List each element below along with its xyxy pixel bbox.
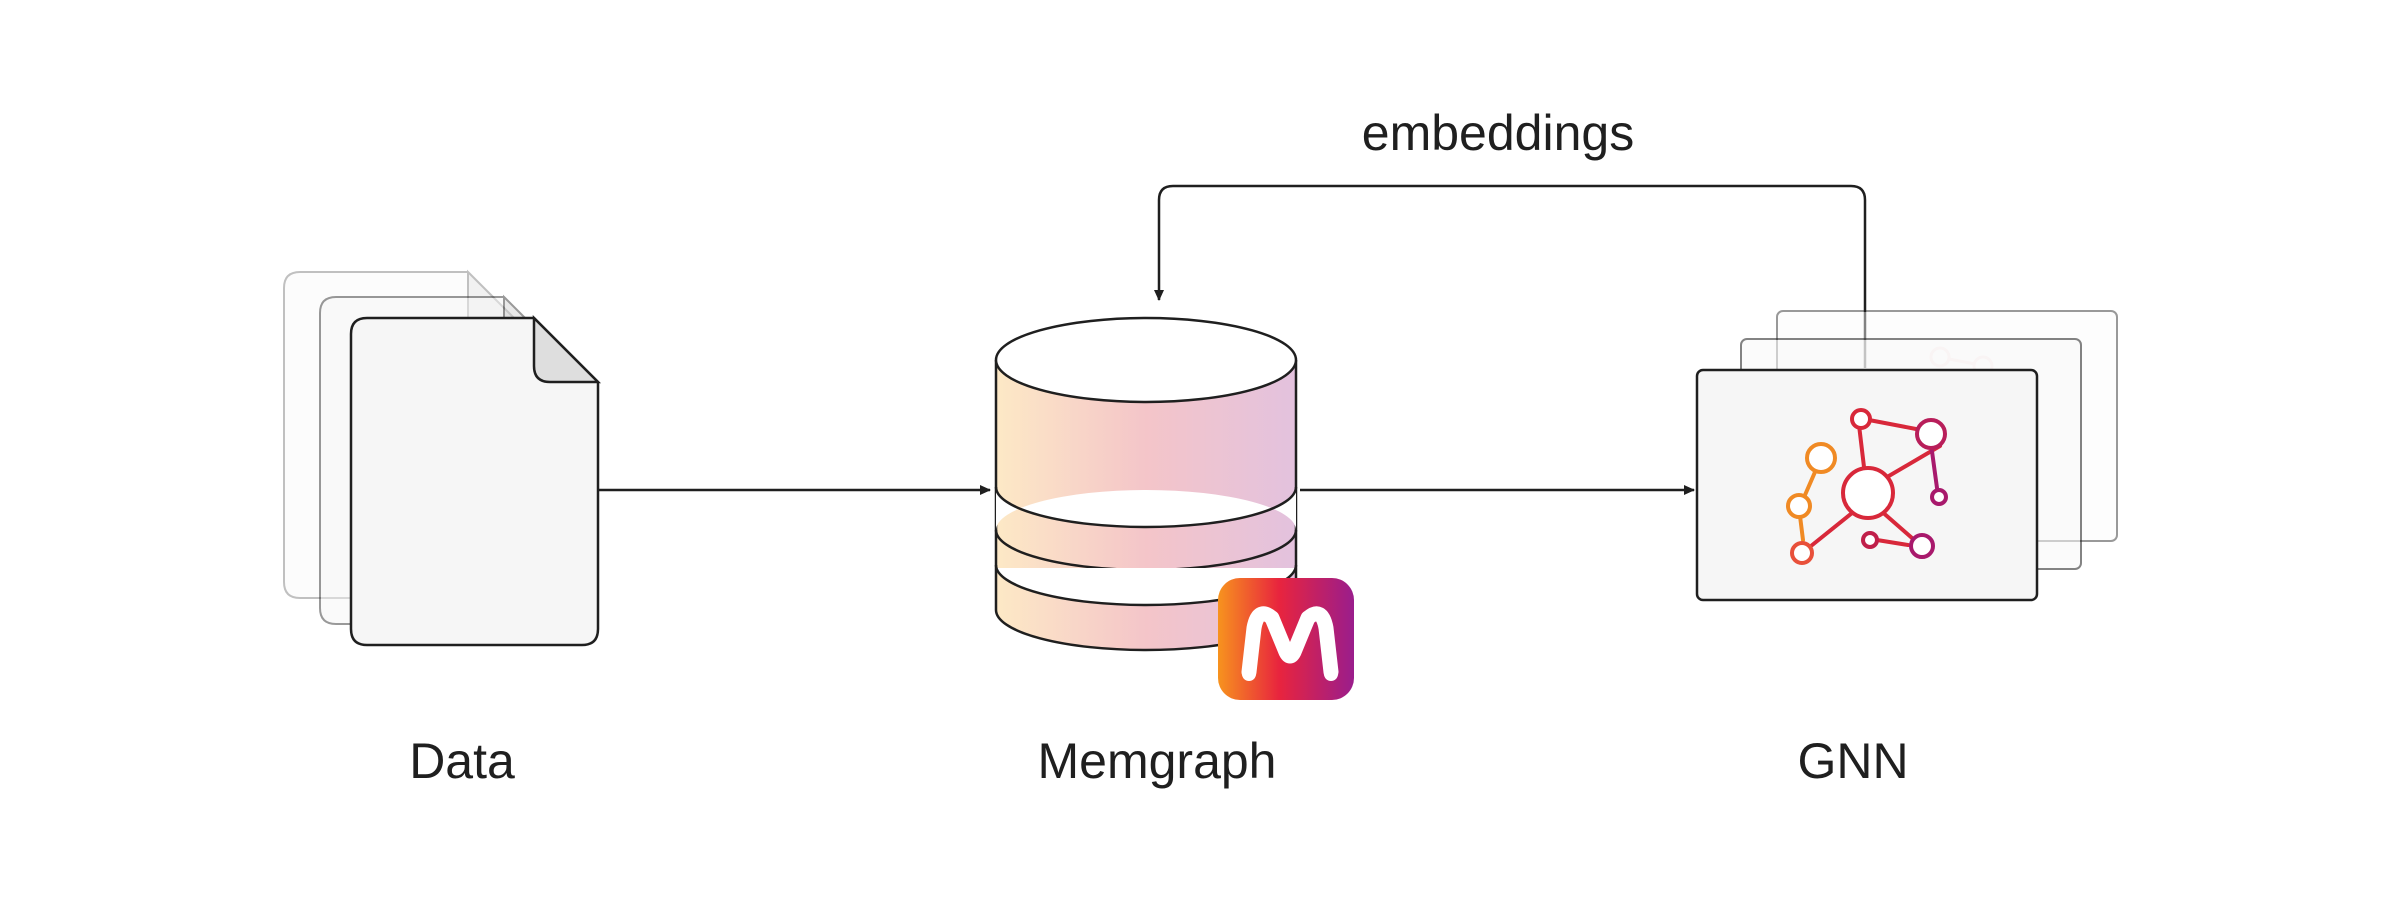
embeddings-edge-label: embeddings: [1361, 105, 1635, 161]
memgraph-logo-icon: [1218, 578, 1354, 700]
document-front: [349, 314, 602, 647]
database-cylinder-icon: [994, 316, 1298, 652]
gnn-node-label: GNN: [1797, 733, 1909, 789]
memgraph-node-label: Memgraph: [1037, 733, 1277, 789]
arrow-gnn-to-memgraph-embeddings: [1154, 184, 1867, 368]
graph-network-icon: [1695, 310, 2118, 602]
document-stack-icon: [283, 269, 602, 647]
data-node-label: Data: [409, 733, 515, 789]
